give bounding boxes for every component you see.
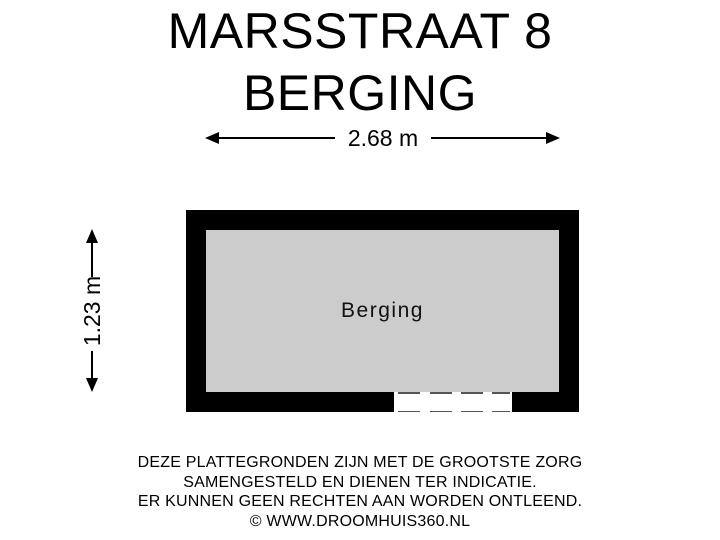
disclaimer-line: ER KUNNEN GEEN RECHTEN AAN WORDEN ONTLEE… [137,493,583,510]
door-dash [430,410,452,412]
door-dash [398,410,420,412]
arrow-up-icon [86,229,98,243]
height-label: 1.23 m [79,275,105,347]
width-dimension: 2.68 m [205,126,560,150]
door-dash [461,392,483,394]
arrow-right-icon [546,132,560,144]
disclaimer-line: DEZE PLATTEGRONDEN ZIJN MET DE GROOTSTE … [137,454,583,471]
disclaimer-line: SAMENGESTELD EN DIENEN TER INDICATIE. [183,473,537,491]
copyright-link: © WWW.DROOMHUIS360.NL [249,512,471,530]
dimension-line [91,239,93,277]
floor-title: BERGING [242,65,478,121]
door-dash [461,410,483,412]
door-dash [398,392,420,394]
address-title: MARSSTRAAT 8 [167,3,553,59]
dimension-line [431,137,551,139]
disclaimer: DEZE PLATTEGRONDEN ZIJN MET DE GROOTSTE … [0,453,720,531]
room-berging [206,230,559,392]
door-opening [394,392,512,412]
height-dimension: 1.23 m [79,229,105,392]
room-label: Berging [341,299,424,322]
door-dash [430,392,452,394]
door-dash [492,392,510,394]
door-dash [492,410,510,412]
width-label: 2.68 m [347,125,419,151]
arrow-down-icon [86,378,98,392]
dimension-line [213,137,335,139]
dimension-line [91,351,93,381]
arrow-left-icon [205,132,219,144]
